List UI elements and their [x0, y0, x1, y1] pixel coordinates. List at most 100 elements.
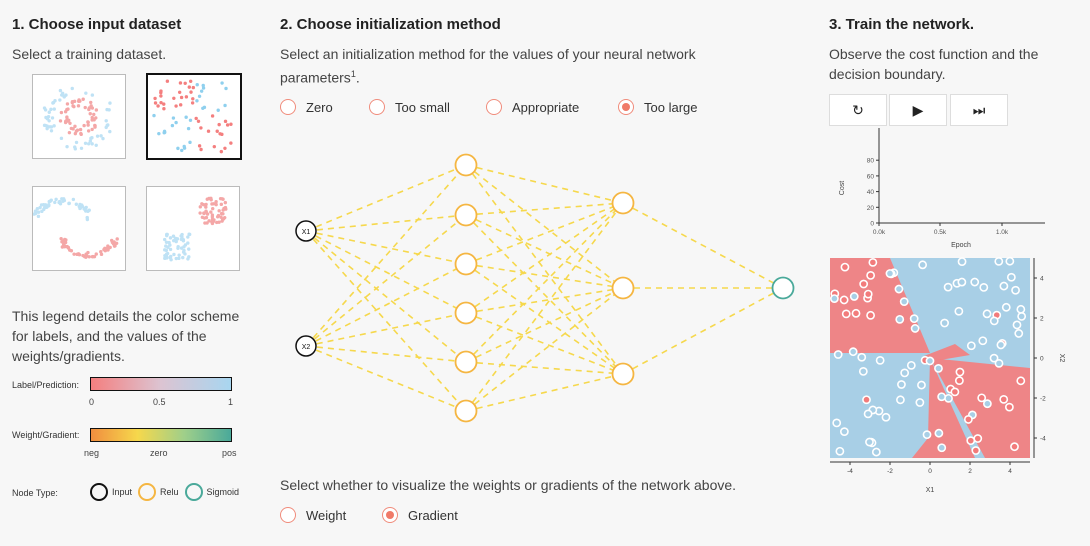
sample-dot: [186, 241, 190, 245]
play-button[interactable]: ▶: [889, 94, 947, 126]
cost-x-tick-label: 1.0k: [996, 229, 1009, 236]
init-option-too-large[interactable]: Too large: [618, 99, 697, 115]
sample-dot: [35, 207, 40, 211]
node-type-title: Node Type:: [12, 488, 58, 498]
training-point: [899, 297, 909, 307]
sample-dot: [209, 196, 213, 201]
sample-dot: [223, 200, 228, 205]
sample-dot: [175, 237, 180, 241]
relu-node[interactable]: [611, 191, 635, 215]
training-point: [937, 443, 947, 453]
dataset-moons-thumb[interactable]: [32, 186, 126, 271]
sample-dot: [159, 94, 163, 98]
sample-dot: [229, 141, 233, 145]
footnote-ref[interactable]: 1: [350, 69, 356, 79]
sample-dot: [165, 79, 170, 83]
sample-dot: [94, 252, 98, 256]
sample-dot: [176, 246, 180, 250]
cost-y-tick-label: 40: [867, 189, 875, 196]
relu-node[interactable]: [454, 399, 478, 423]
sample-dot: [165, 233, 169, 238]
sample-dot: [57, 199, 62, 204]
init-option-label: Too large: [644, 99, 698, 115]
network-edge: [305, 230, 467, 265]
init-option-zero[interactable]: Zero: [280, 99, 333, 115]
training-point: [1016, 304, 1026, 314]
network-edge: [465, 287, 624, 412]
training-point: [1005, 256, 1015, 266]
sigmoid-node[interactable]: [771, 276, 795, 300]
relu-node[interactable]: [454, 301, 478, 325]
network-edge: [305, 345, 467, 363]
viz-option-gradient[interactable]: Gradient: [382, 507, 458, 523]
network-edge: [305, 214, 467, 232]
y-tick-label: -2: [1040, 396, 1046, 403]
init-heading: 2. Choose initialization method: [280, 16, 501, 33]
sample-dot: [80, 204, 85, 209]
sample-dot: [219, 215, 223, 219]
boundary-x-label: X1: [926, 487, 935, 494]
sample-dot: [188, 79, 193, 83]
sample-dot: [47, 204, 51, 208]
training-point: [977, 393, 987, 403]
relu-node[interactable]: [454, 153, 478, 177]
sample-dot: [46, 114, 51, 119]
training-point: [970, 277, 980, 287]
sample-dot: [202, 211, 206, 216]
lp-tick-1: 1: [228, 397, 234, 407]
sample-dot: [42, 123, 47, 128]
viz-option-weight[interactable]: Weight: [280, 507, 346, 523]
relu-node[interactable]: [454, 350, 478, 374]
init-option-appropriate[interactable]: Appropriate: [486, 99, 579, 115]
training-point: [839, 427, 849, 437]
reset-button[interactable]: ↻: [829, 94, 887, 126]
training-point: [963, 415, 973, 424]
training-point: [848, 347, 858, 357]
viz-option-label: Gradient: [408, 507, 458, 523]
dataset-quadrants-icon: [152, 79, 233, 154]
dataset-circles-thumb[interactable]: [32, 74, 126, 159]
training-point: [868, 257, 878, 267]
input-node[interactable]: [295, 220, 317, 242]
sample-dot: [172, 252, 176, 257]
relu-node[interactable]: [454, 252, 478, 276]
dataset-blobs-thumb[interactable]: [146, 186, 240, 271]
training-point: [1001, 302, 1011, 312]
cost-y-tick-label: 0: [870, 221, 874, 228]
sample-dot: [165, 251, 170, 256]
sample-dot: [90, 93, 95, 97]
sample-dot: [84, 91, 88, 95]
init-option-label: Appropriate: [512, 99, 580, 115]
sample-dot: [195, 83, 199, 87]
sample-dot: [211, 206, 215, 211]
weight-gradient-title: Weight/Gradient:: [12, 430, 80, 440]
init-option-too-small[interactable]: Too small: [369, 99, 450, 115]
sample-dot: [112, 244, 117, 248]
sample-dot: [75, 252, 79, 257]
sample-dot: [199, 147, 203, 152]
step-button[interactable]: ⏭: [950, 94, 1008, 126]
relu-node[interactable]: [611, 362, 635, 386]
sample-dot: [103, 249, 107, 253]
relu-node[interactable]: [454, 203, 478, 227]
dataset-heading: 1. Choose input dataset: [12, 16, 182, 33]
sample-dot: [189, 90, 193, 94]
sample-dot: [79, 146, 84, 150]
dataset-quadrants-thumb[interactable]: [146, 73, 242, 160]
relu-node[interactable]: [611, 276, 635, 300]
radio-selected-icon: [382, 507, 398, 523]
network-edge: [465, 287, 624, 363]
sample-dot: [99, 134, 103, 138]
sample-dot: [195, 99, 199, 103]
training-point: [979, 282, 989, 292]
training-point: [940, 318, 949, 328]
sample-dot: [153, 96, 157, 101]
sample-dot: [163, 248, 167, 252]
sample-dot: [157, 131, 161, 136]
wg-tick-zero: zero: [150, 448, 168, 458]
sample-dot: [89, 104, 93, 108]
sample-dot: [183, 81, 187, 85]
sample-dot: [66, 107, 70, 111]
input-node[interactable]: [295, 335, 317, 357]
training-point: [866, 310, 875, 320]
